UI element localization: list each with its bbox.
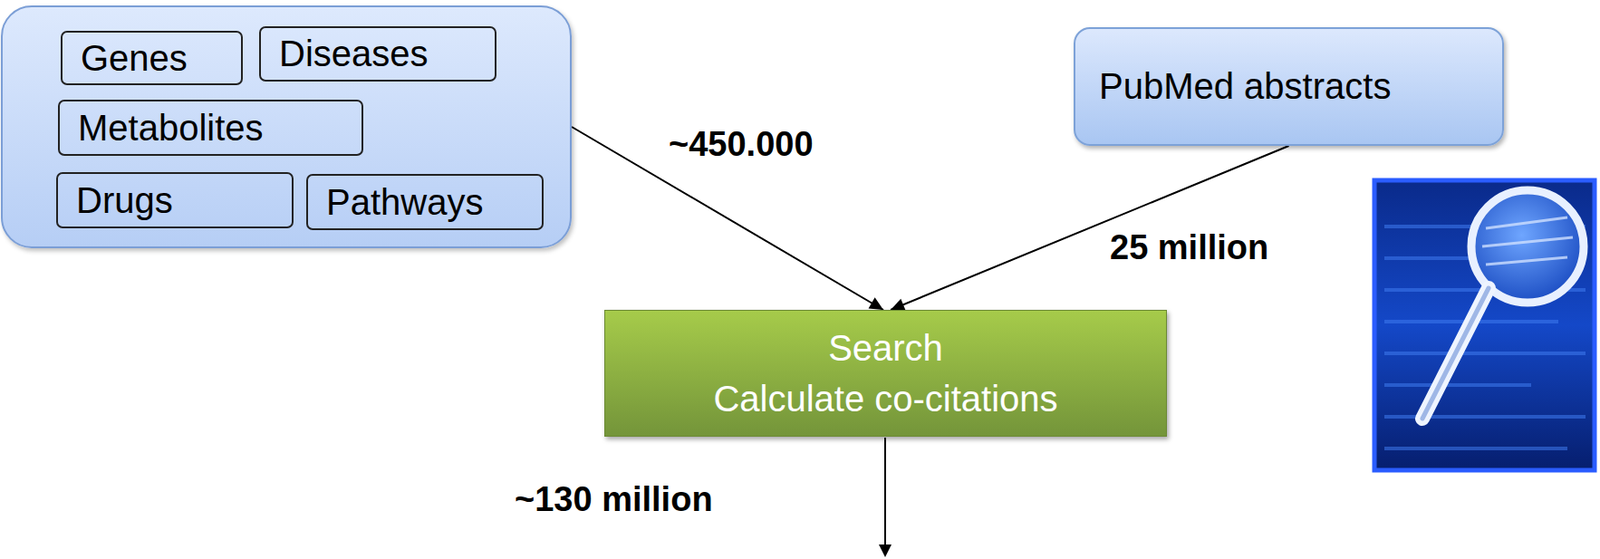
source-box: PubMed abstracts: [1073, 27, 1504, 146]
entity-box: Metabolites: [57, 99, 364, 156]
connector-arrow: [890, 145, 1289, 311]
magnifier-picture: [1374, 180, 1595, 471]
node-text: Pathways: [326, 182, 483, 223]
node-text: Genes: [80, 38, 188, 79]
output-arrow: [878, 437, 892, 558]
count-label: ~130 million: [511, 480, 716, 520]
entity-box: Diseases: [259, 26, 497, 82]
entity-box: Pathways: [306, 173, 544, 231]
entity-box: Drugs: [56, 172, 294, 229]
group-box: Genes DiseasesMetabolitesDrugs Pathways: [0, 5, 572, 249]
process-box: SearchCalculate co-citations: [604, 309, 1167, 437]
node-text: Drugs: [76, 180, 174, 222]
entity-box: Genes: [60, 30, 243, 86]
edge-count-label: 25 million: [1107, 228, 1272, 268]
edge-count-label: ~450.000: [665, 125, 817, 164]
node-text: Search: [828, 322, 944, 374]
node-text: Diseases: [279, 33, 429, 75]
node-text: PubMed abstracts: [1098, 66, 1391, 107]
node-text: Metabolites: [77, 107, 264, 149]
node-text: Calculate co-citations: [713, 373, 1058, 425]
